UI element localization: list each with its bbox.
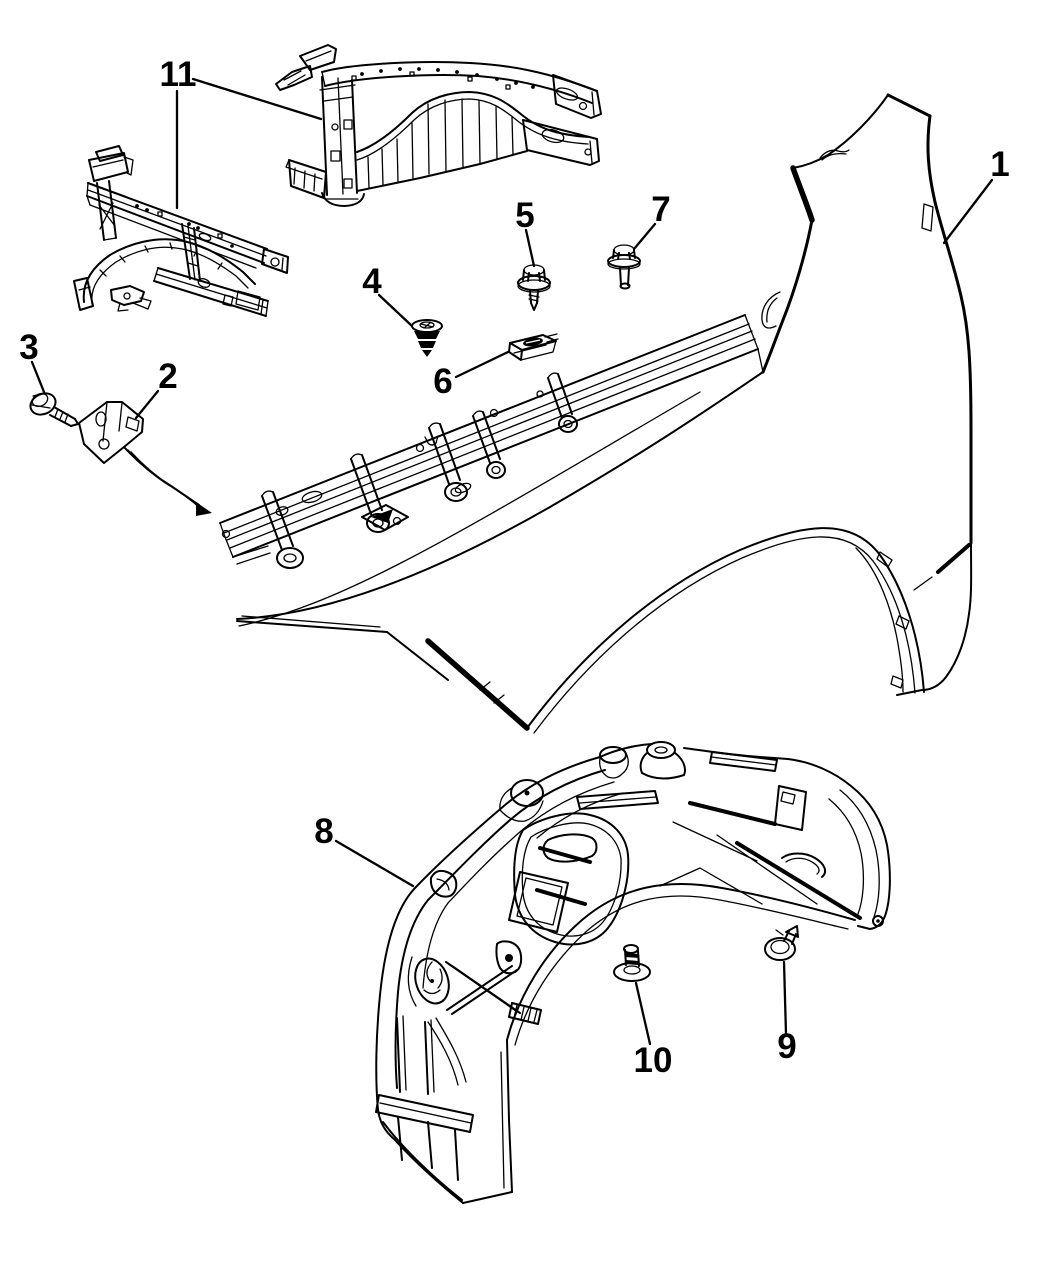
flange-clip — [261, 490, 304, 569]
callout-8-leader — [334, 839, 415, 888]
flange-clip — [472, 410, 506, 479]
callout-6-leader — [454, 350, 510, 379]
callout-4-label: 4 — [362, 262, 382, 301]
callout-10-label: 10 — [634, 1041, 673, 1080]
callout-11-label: 11 — [160, 55, 197, 94]
callout-1-label: 1 — [990, 145, 1009, 184]
flange-clip — [547, 372, 578, 433]
callout-7-label: 7 — [651, 190, 670, 229]
flange-clip — [428, 422, 468, 502]
callout-5-leader — [524, 228, 536, 268]
callout-9-label: 9 — [777, 1027, 796, 1066]
push-pin-10 — [613, 944, 651, 982]
callout-5-label: 5 — [515, 196, 534, 235]
screw-7 — [607, 244, 641, 290]
bracket-2 — [78, 401, 212, 516]
fender-panel — [219, 93, 973, 734]
fender-support-rail-right — [275, 44, 602, 207]
callout-9-leader — [782, 960, 788, 1036]
callout-2-label: 2 — [158, 357, 177, 396]
callout-3-label: 3 — [19, 328, 38, 367]
callout-8-label: 8 — [314, 812, 333, 851]
bolt-3 — [29, 392, 79, 427]
callout-4-leader — [377, 293, 414, 328]
callout-11-leader-right — [191, 77, 323, 121]
push-pin-9 — [764, 925, 799, 961]
callout-6-label: 6 — [433, 362, 452, 401]
fender-support-rail-left — [73, 145, 289, 317]
callout-2-leader — [134, 389, 160, 420]
push-pin-4 — [411, 319, 443, 357]
wheelhouse-liner — [375, 741, 891, 1204]
callout-7-leader — [632, 222, 657, 251]
u-nut-clip-6 — [508, 333, 559, 361]
callout-1-leader — [942, 178, 994, 245]
callout-3-leader — [30, 360, 46, 394]
callout-10-leader — [634, 981, 652, 1046]
callouts: 1 2 3 4 5 6 7 8 9 10 11 — [19, 55, 1009, 1080]
screw-5 — [517, 264, 551, 311]
